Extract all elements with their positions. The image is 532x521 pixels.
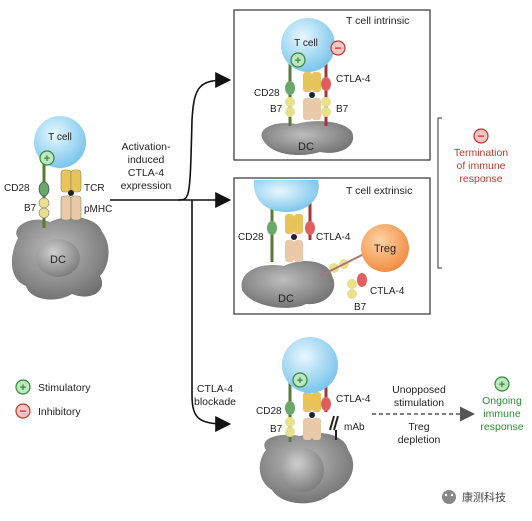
svg-text:stimulation: stimulation: [394, 397, 444, 409]
svg-text:DC: DC: [278, 293, 294, 305]
intrinsic-title: T cell intrinsic: [346, 15, 409, 27]
svg-text:mAb: mAb: [344, 422, 365, 433]
dc-label: DC: [50, 254, 66, 266]
svg-text:B7: B7: [336, 104, 349, 115]
svg-text:Termination: Termination: [454, 147, 508, 159]
termination-group: − Termination of immune response: [437, 117, 508, 269]
inhibitory-icon: [15, 403, 31, 419]
activation-label: Activation- induced CTLA-4 expression: [121, 141, 172, 192]
svg-text:B7: B7: [270, 104, 283, 115]
svg-text:T cell extrinsic: T cell extrinsic: [346, 185, 412, 197]
svg-text:+: +: [499, 379, 505, 391]
svg-text:B7: B7: [270, 424, 283, 435]
svg-text:Treg: Treg: [374, 243, 396, 255]
stimulatory-icon: [15, 379, 31, 395]
svg-text:CTLA-4: CTLA-4: [128, 167, 164, 179]
svg-text:response: response: [480, 421, 523, 433]
svg-text:+: +: [20, 382, 26, 394]
extrinsic-panel: T cell extrinsic DC Treg CD28 CTLA-4 CTL…: [233, 177, 431, 315]
svg-text:−: −: [334, 41, 341, 55]
svg-text:Unopposed: Unopposed: [392, 384, 446, 396]
svg-text:response: response: [459, 173, 502, 185]
blockade-group: CTLA-4 blockade + CD28 B7 CTLA-4 mAb Uno…: [194, 337, 524, 504]
svg-text:DC: DC: [298, 141, 314, 153]
svg-text:T cell: T cell: [294, 38, 318, 49]
svg-text:Ongoing: Ongoing: [482, 395, 522, 407]
svg-text:immune: immune: [483, 408, 521, 420]
arrow-to-blockade: [191, 200, 232, 432]
left-panel: DC T cell + CD28 TCR B7 pMHC: [4, 116, 112, 300]
svg-text:Treg: Treg: [408, 421, 429, 433]
legend-stimulatory: Stimulatory: [38, 382, 91, 394]
legend: + Stimulatory − Inhibitory: [15, 379, 91, 419]
dc-nucleus: [36, 239, 80, 277]
svg-text:CTLA-4: CTLA-4: [197, 383, 233, 395]
svg-text:CTLA-4: CTLA-4: [370, 286, 405, 297]
svg-text:Activation-: Activation-: [121, 141, 171, 153]
tcell-label: T cell: [48, 132, 72, 143]
watermark: 康测科技: [442, 490, 506, 504]
mab-icon: [329, 415, 339, 440]
pmhc-label: pMHC: [84, 204, 112, 215]
svg-text:康测科技: 康测科技: [462, 490, 506, 504]
svg-text:+: +: [44, 153, 50, 165]
svg-text:−: −: [19, 404, 26, 418]
svg-text:−: −: [477, 129, 484, 143]
svg-text:CD28: CD28: [256, 406, 282, 417]
svg-text:+: +: [297, 375, 303, 387]
svg-text:CTLA-4: CTLA-4: [336, 394, 371, 405]
stimulatory-icon: [39, 150, 55, 166]
svg-text:depletion: depletion: [398, 434, 441, 446]
svg-text:blockade: blockade: [194, 396, 236, 408]
svg-text:expression: expression: [121, 180, 172, 192]
svg-text:CD28: CD28: [238, 232, 264, 243]
intrinsic-panel: T cell intrinsic DC T cell + − CD28 B7 C…: [233, 9, 431, 161]
b7-label: B7: [24, 203, 37, 214]
tcr-label: TCR: [84, 183, 105, 194]
svg-text:CTLA-4: CTLA-4: [316, 232, 351, 243]
svg-text:+: +: [295, 55, 301, 67]
svg-text:B7: B7: [354, 302, 367, 313]
svg-text:CD28: CD28: [254, 88, 280, 99]
svg-text:CTLA-4: CTLA-4: [336, 74, 371, 85]
legend-inhibitory: Inhibitory: [38, 406, 81, 418]
cd28-label: CD28: [4, 183, 30, 194]
svg-text:of immune: of immune: [456, 160, 505, 172]
svg-text:induced: induced: [128, 154, 165, 166]
